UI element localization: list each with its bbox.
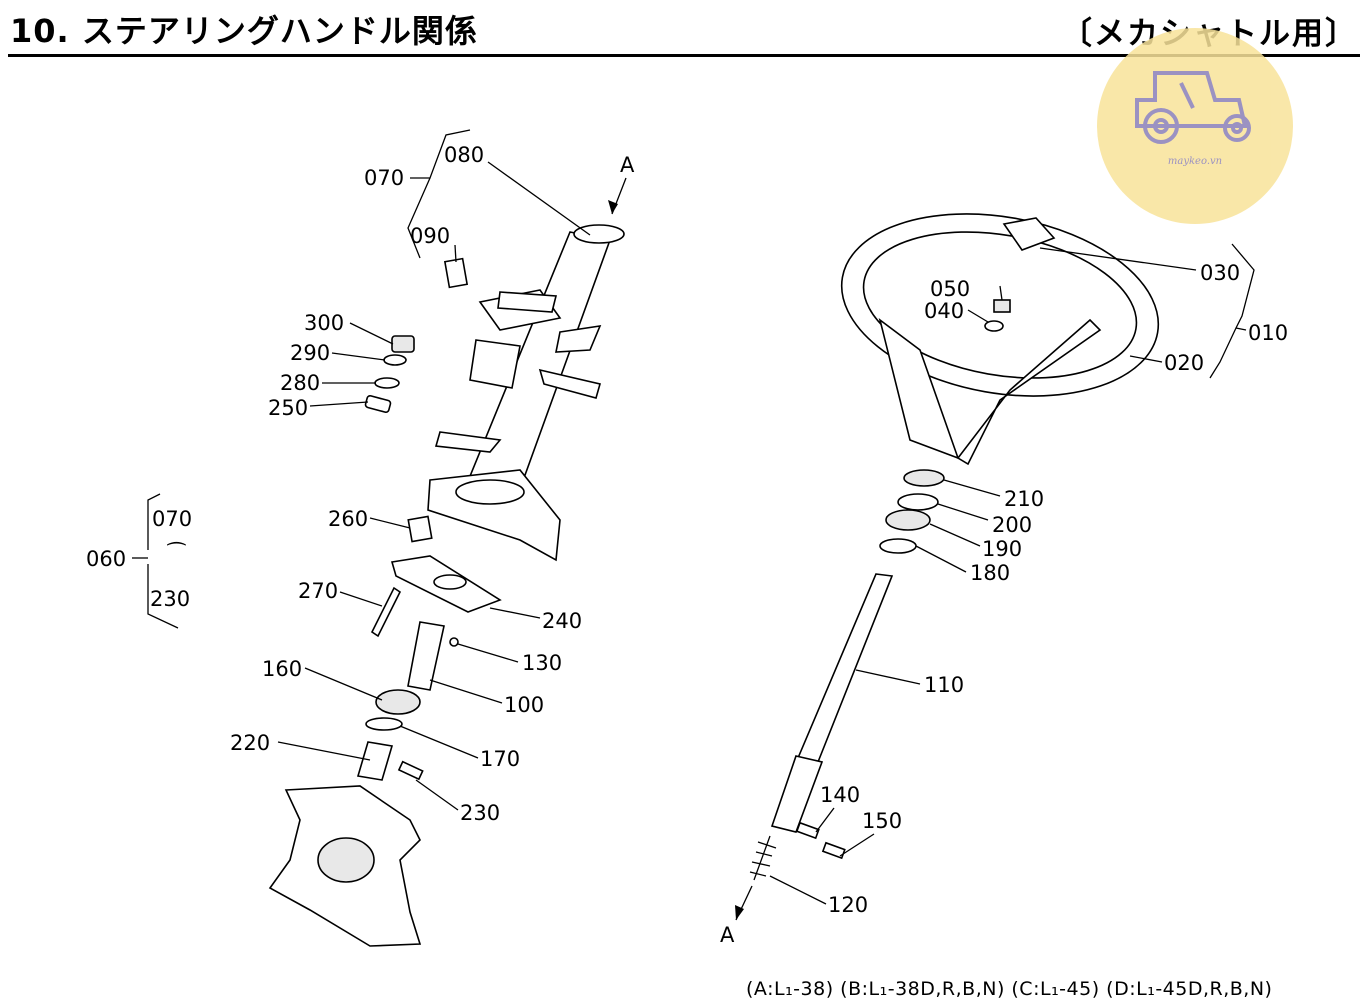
- callout-290: 290: [290, 341, 330, 365]
- shaft-110: [796, 573, 894, 763]
- washer-200: [897, 493, 939, 511]
- callout-040: 040: [924, 299, 964, 323]
- callout-100: 100: [504, 693, 544, 717]
- washer-040: [984, 320, 1004, 332]
- callout-200: 200: [992, 513, 1032, 537]
- callout-180: 180: [970, 561, 1010, 585]
- arrow-label-top: A: [620, 153, 635, 177]
- watermark-logo: maykeo.vn: [1097, 28, 1293, 224]
- callout-070-range: 070: [152, 507, 192, 531]
- page-title: 10. ステアリングハンドル関係: [10, 12, 478, 50]
- callout-110: 110: [924, 673, 964, 697]
- callout-230: 230: [460, 801, 500, 825]
- side-bracket: [469, 339, 521, 389]
- callout-190: 190: [982, 537, 1022, 561]
- spring-120: [749, 835, 777, 881]
- flange-collar: [455, 479, 525, 505]
- wheel-hub-right: [956, 318, 1102, 466]
- cap-030: [1002, 217, 1056, 251]
- bearing-160: [375, 689, 421, 715]
- spacer-090: [443, 257, 469, 289]
- callout-260: 260: [328, 507, 368, 531]
- exploded-parts-diagram: A A: [86, 129, 1288, 947]
- callout-160: 160: [262, 657, 302, 681]
- pin-130: [449, 637, 459, 647]
- callout-130: 130: [522, 651, 562, 675]
- pin-230: [397, 760, 424, 781]
- callout-150: 150: [862, 809, 902, 833]
- bush-220: [356, 741, 394, 781]
- callout-140: 140: [820, 783, 860, 807]
- callout-210: 210: [1004, 487, 1044, 511]
- right-bracket: [555, 324, 602, 353]
- header-rule: [8, 54, 1360, 57]
- callout-080: 080: [444, 143, 484, 167]
- bushing-260: [407, 515, 433, 543]
- bushing-250: [364, 394, 392, 414]
- stud-270: [370, 586, 402, 638]
- pin-140: [795, 821, 820, 840]
- mid-plate: [434, 431, 502, 453]
- shaft-yoke: [770, 755, 824, 833]
- callout-240: 240: [542, 609, 582, 633]
- nut-050: [993, 299, 1011, 313]
- callout-270: 270: [298, 579, 338, 603]
- svg-text:⁀: ⁀: [167, 542, 186, 567]
- upper-plate: [497, 291, 558, 313]
- model-applicability-note: (A:L₁-38) (B:L₁-38D,R,B,N) (C:L₁-45) (D:…: [746, 978, 1273, 1000]
- callout-220: 220: [230, 731, 270, 755]
- callout-090: 090: [410, 224, 450, 248]
- seal-210: [903, 469, 945, 487]
- pin-150: [821, 841, 846, 860]
- callout-250: 250: [268, 396, 308, 420]
- right-arm: [538, 368, 602, 399]
- callout-050: 050: [930, 277, 970, 301]
- direction-arrows: A A: [608, 153, 753, 947]
- callout-030: 030: [1200, 261, 1240, 285]
- callout-170: 170: [480, 747, 520, 771]
- joint-100: [407, 621, 445, 691]
- leader-lines: [132, 129, 1255, 905]
- callout-020: 020: [1164, 351, 1204, 375]
- callout-010: 010: [1248, 321, 1288, 345]
- ring-180: [879, 538, 917, 554]
- callout-300: 300: [304, 311, 344, 335]
- column-tube-top: [573, 224, 625, 244]
- callout-070: 070: [364, 166, 404, 190]
- callout-280: 280: [280, 371, 320, 395]
- tractor-icon: [1135, 71, 1251, 144]
- callout-060: 060: [86, 547, 126, 571]
- callout-230-range: 230: [150, 587, 190, 611]
- steering-wheel-assembly: [749, 213, 1160, 881]
- washer-290: [383, 354, 407, 366]
- callout-120: 120: [828, 893, 868, 917]
- steering-column-assembly: [268, 224, 625, 947]
- arrow-label-bottom: A: [720, 923, 735, 947]
- nut-300: [391, 335, 415, 353]
- gearbox-boss: [317, 837, 375, 883]
- ring-170: [365, 717, 403, 731]
- washer-280: [374, 377, 400, 389]
- logo-text: maykeo.vn: [1167, 156, 1223, 167]
- plate-hole: [433, 574, 467, 590]
- bearing-190: [885, 509, 931, 531]
- callout-labels: 080 070 090 300 290 280 250 260 270 240 …: [86, 143, 1288, 917]
